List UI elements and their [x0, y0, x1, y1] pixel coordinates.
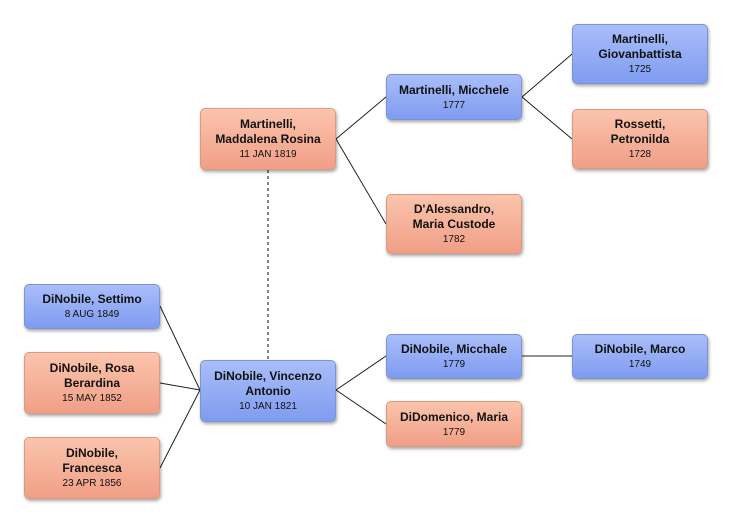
person-date: 15 MAY 1852 [62, 393, 122, 404]
person-date: 1782 [442, 234, 466, 245]
person-name: DiNobile, Francesca [62, 446, 122, 475]
person-card-marco[interactable]: DiNobile, Marco 1749 [572, 334, 708, 379]
person-card-micchale[interactable]: DiNobile, Micchale 1779 [386, 334, 522, 379]
person-card-maddalena-rosina[interactable]: Martinelli, Maddalena Rosina 11 JAN 1819 [200, 108, 336, 170]
person-name: D'Alessandro, Maria Custode [412, 202, 496, 231]
connector-line [521, 96, 573, 140]
person-name: DiNobile, Marco [594, 342, 686, 356]
connector-line [159, 382, 201, 391]
person-date: 23 APR 1856 [62, 478, 122, 489]
person-name: Rossetti, Petronilda [610, 117, 670, 146]
person-date: 1728 [628, 149, 652, 160]
person-name: Martinelli, Giovanbattista [598, 32, 682, 61]
person-date: 1777 [442, 99, 466, 111]
connector-line [159, 389, 201, 469]
person-date: 11 JAN 1819 [239, 149, 297, 160]
person-name: DiNobile, Rosa Berardina [49, 361, 135, 390]
person-date: 8 AUG 1849 [64, 309, 120, 320]
person-name: DiNobile, Micchale [400, 342, 508, 356]
person-card-settimo[interactable]: DiNobile, Settimo 8 AUG 1849 [24, 284, 160, 329]
connector-line [335, 389, 387, 425]
connector-line [335, 96, 387, 140]
person-name: Martinelli, Micchele [398, 82, 510, 97]
person-name: Martinelli, Maddalena Rosina [215, 117, 321, 146]
person-card-giovanbattista[interactable]: Martinelli, Giovanbattista 1725 [572, 24, 708, 84]
person-card-vincenzo-antonio[interactable]: DiNobile, Vincenzo Antonio 10 JAN 1821 [200, 360, 336, 422]
connector-line [521, 53, 573, 98]
person-card-petronilda[interactable]: Rossetti, Petronilda 1728 [572, 109, 708, 169]
person-date: 1725 [628, 64, 652, 75]
person-name: DiDomenico, Maria [399, 409, 509, 424]
connector-line [335, 355, 387, 391]
person-date: 1749 [628, 359, 652, 370]
person-card-rosa-berardina[interactable]: DiNobile, Rosa Berardina 15 MAY 1852 [24, 352, 160, 414]
person-card-maria-custode[interactable]: D'Alessandro, Maria Custode 1782 [386, 194, 522, 254]
connector-line [335, 138, 387, 225]
person-card-maria-didomenico[interactable]: DiDomenico, Maria 1779 [386, 401, 522, 447]
person-card-micchele[interactable]: Martinelli, Micchele 1777 [386, 74, 522, 120]
connector-line [159, 305, 201, 391]
person-date: 1779 [442, 426, 466, 438]
person-date: 10 JAN 1821 [239, 401, 297, 412]
person-date: 1779 [442, 359, 466, 370]
person-name: DiNobile, Settimo [42, 292, 142, 306]
person-card-francesca[interactable]: DiNobile, Francesca 23 APR 1856 [24, 437, 160, 499]
person-name: DiNobile, Vincenzo Antonio [214, 369, 322, 398]
